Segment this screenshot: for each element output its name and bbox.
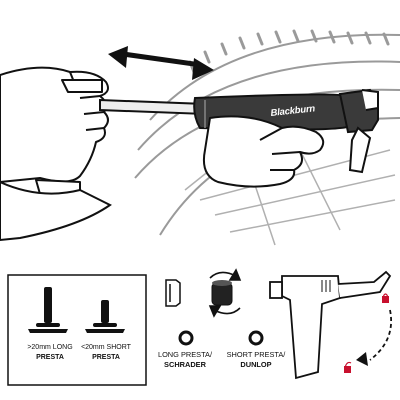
left-arm — [0, 180, 112, 242]
short-presta-dunlop-line2: DUNLOP — [240, 360, 272, 369]
presta-short-label: <20mm SHORT PRESTA — [75, 343, 137, 363]
short-presta-dunlop-line1: SHORT PRESTA/ — [226, 350, 286, 359]
long-presta-schrader-label: LONG PRESTA/ SCHRADER — [150, 350, 220, 370]
presta-long-line1: >20mm LONG — [27, 344, 73, 351]
gasket-ring-left-icon — [178, 330, 194, 346]
long-presta-schrader-line2: SCHRADER — [164, 360, 206, 369]
presta-short-line2: PRESTA — [92, 354, 120, 361]
rubber-gasket-icon — [211, 280, 233, 306]
pump-head-icon — [269, 270, 392, 380]
thread-adapter-icon — [165, 279, 181, 307]
valve-box — [7, 274, 147, 386]
double-headed-arrow-icon — [108, 46, 214, 80]
long-presta-schrader-line1: LONG PRESTA/ — [157, 350, 213, 359]
left-hand — [0, 66, 109, 197]
rotate-arrows-icon — [208, 268, 242, 318]
short-presta-valve-icon — [85, 300, 125, 333]
presta-long-line2: PRESTA — [36, 354, 64, 361]
long-presta-valve-icon — [28, 287, 68, 333]
short-presta-dunlop-label: SHORT PRESTA/ DUNLOP — [221, 350, 291, 370]
lock-lever-icon — [344, 293, 392, 373]
presta-short-line1: <20mm SHORT — [81, 344, 131, 351]
bike-wheel — [134, 29, 400, 246]
presta-long-label: >20mm LONG PRESTA — [19, 343, 81, 363]
gasket-ring-right-icon — [248, 330, 264, 346]
right-hand — [202, 115, 325, 188]
